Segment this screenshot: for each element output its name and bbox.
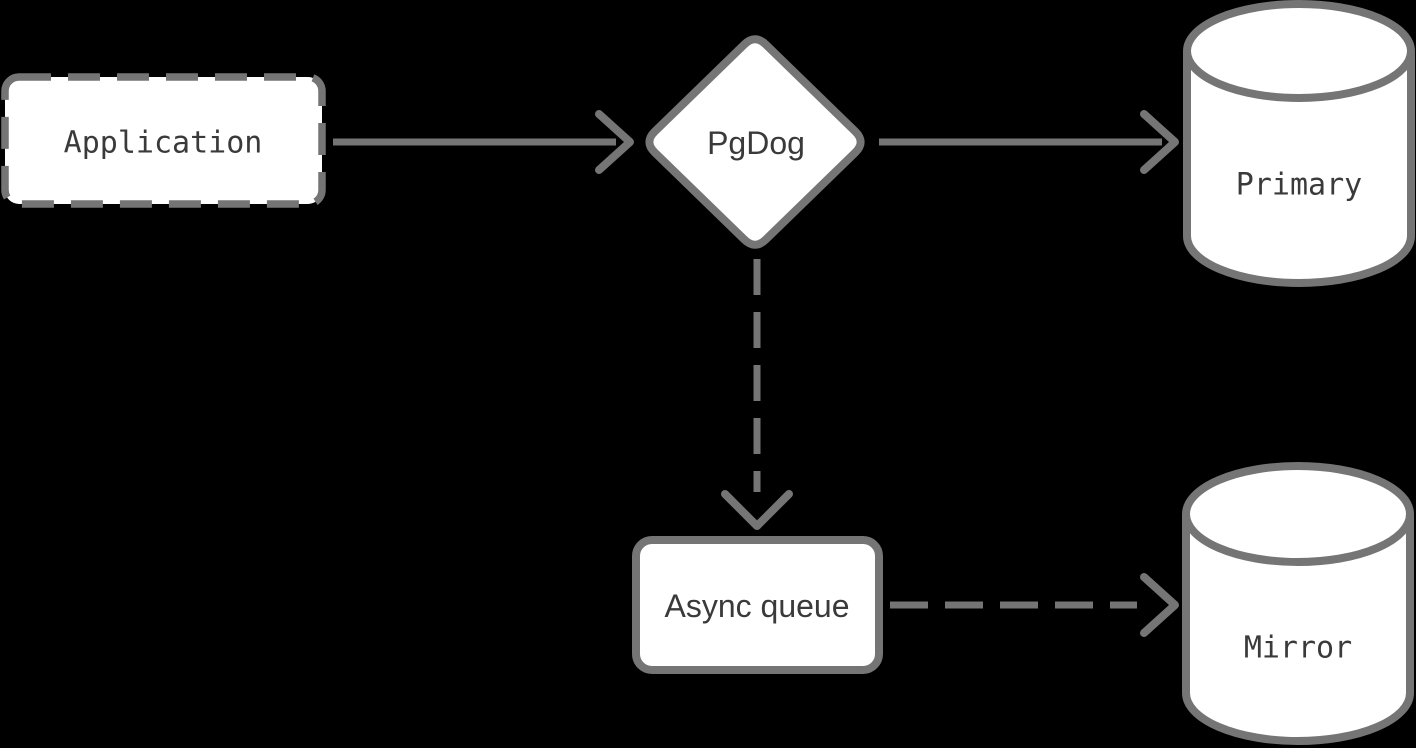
edge-pgdog-to-async-queue	[721, 259, 793, 530]
node-mirror: Mirror	[1182, 462, 1414, 745]
primary-label: Primary	[1236, 168, 1362, 203]
node-primary: Primary	[1183, 0, 1415, 287]
arrowhead-right-icon	[1140, 110, 1179, 174]
arrowhead-down-icon	[721, 490, 793, 530]
pgdog-label: PgDog	[707, 125, 805, 161]
edge-async-queue-to-mirror	[890, 573, 1179, 637]
pgdog-diamond	[645, 35, 865, 249]
application-label: Application	[64, 126, 263, 161]
primary-cylinder-body	[1183, 51, 1415, 287]
async-queue-box	[632, 536, 883, 674]
node-async-queue: Async queue	[632, 536, 883, 674]
mirror-cylinder-top	[1182, 462, 1414, 566]
async-queue-label: Async queue	[664, 588, 849, 624]
mirror-label: Mirror	[1244, 631, 1352, 666]
edge-application-to-pgdog	[333, 110, 634, 174]
arrowhead-right-icon	[595, 110, 634, 174]
application-box	[1, 73, 326, 208]
primary-cylinder-top	[1183, 0, 1415, 102]
node-pgdog: PgDog	[645, 35, 865, 249]
arrowhead-right-icon	[1140, 573, 1179, 637]
mirror-cylinder-body	[1182, 514, 1414, 745]
edge-pgdog-to-primary	[879, 110, 1179, 174]
node-application: Application	[1, 73, 326, 208]
